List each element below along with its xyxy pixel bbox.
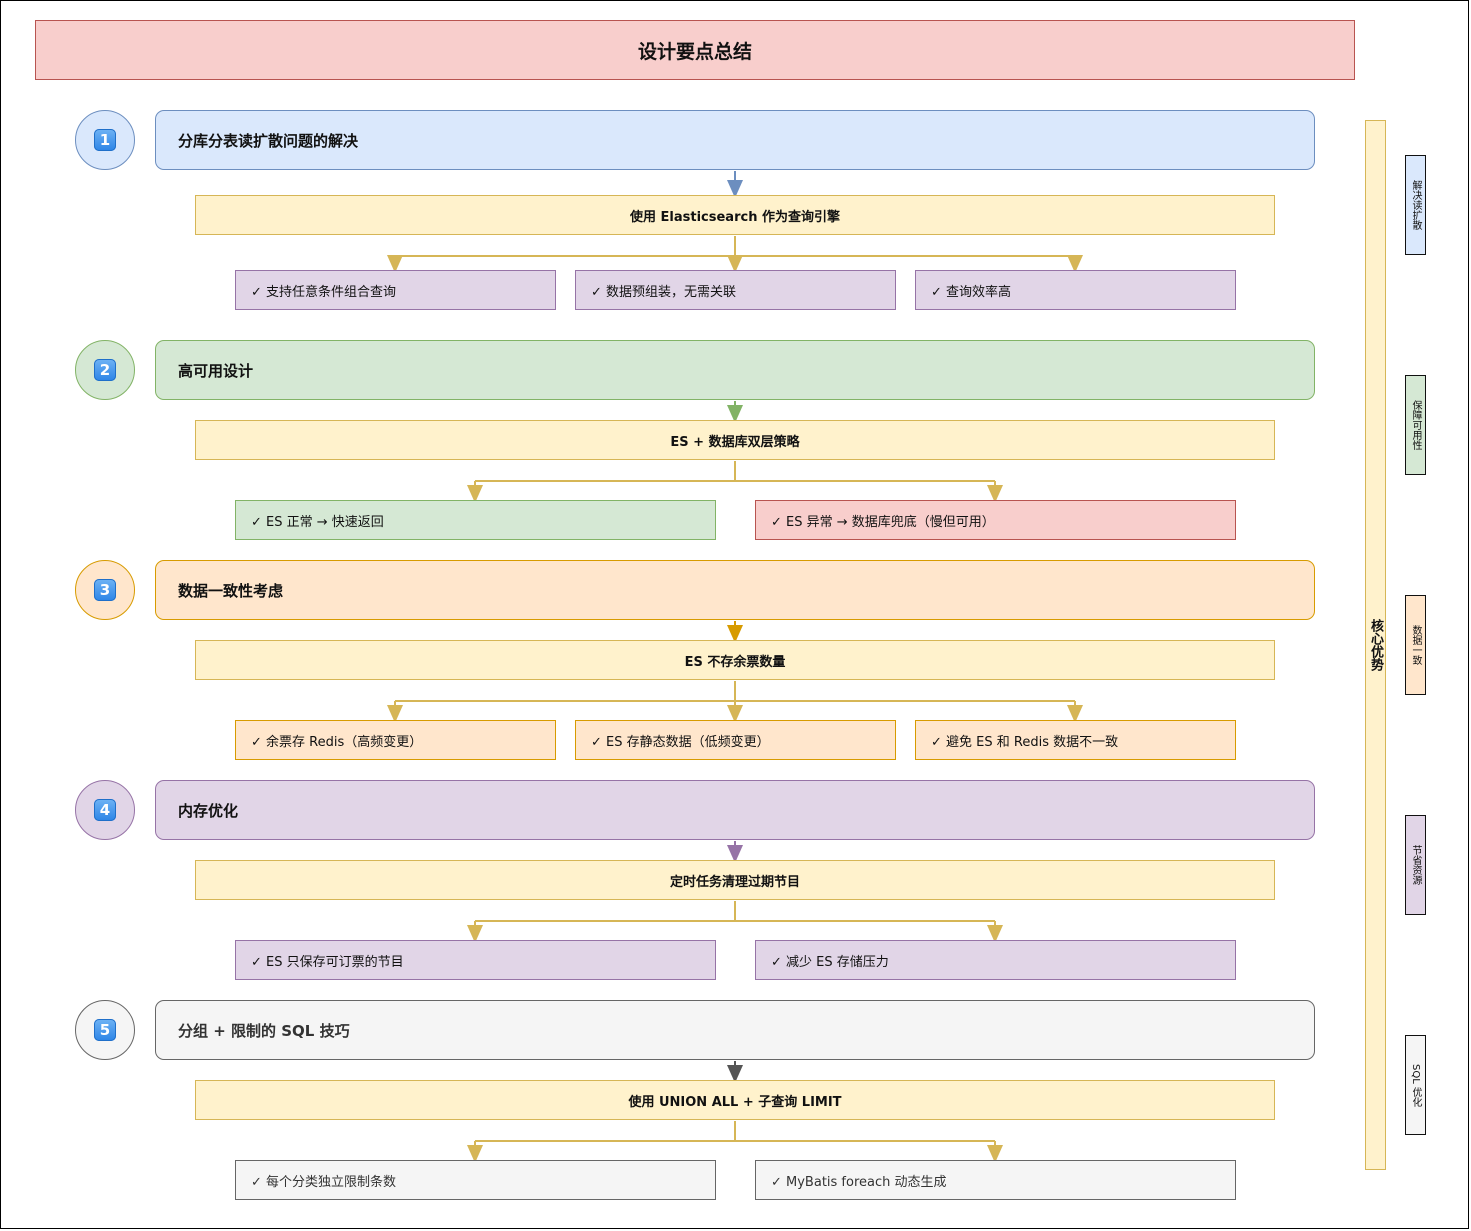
number-1-icon: 1 — [94, 129, 116, 151]
section-4-item: ✓ 减少 ES 存储压力 — [755, 940, 1236, 980]
branch-s4 — [474, 901, 996, 928]
section-2-number-circle: 2 — [75, 340, 135, 400]
section-3-item: ✓ 避免 ES 和 Redis 数据不一致 — [915, 720, 1236, 760]
section-1-item: ✓ 支持任意条件组合查询 — [235, 270, 556, 310]
tag-save-resources: 节省资源 — [1405, 815, 1426, 915]
section-2-item: ✓ ES 异常 → 数据库兜底（慢但可用） — [755, 500, 1236, 540]
section-1-item: ✓ 数据预组装，无需关联 — [575, 270, 896, 310]
section-2-heading: 高可用设计 — [155, 340, 1315, 400]
section-5-item: ✓ 每个分类独立限制条数 — [235, 1160, 716, 1200]
section-1-heading: 分库分表读扩散问题的解决 — [155, 110, 1315, 170]
tag-availability: 保障可用性 — [1405, 375, 1426, 475]
core-advantages-label: 核心优势 — [1368, 619, 1383, 671]
number-5-icon: 5 — [94, 1019, 116, 1041]
tag-read-amplification: 解决读扩散 — [1405, 155, 1426, 255]
number-2-icon: 2 — [94, 359, 116, 381]
section-5-strategy: 使用 UNION ALL + 子查询 LIMIT — [195, 1080, 1275, 1120]
section-5-number-circle: 5 — [75, 1000, 135, 1060]
section-4-heading: 内存优化 — [155, 780, 1315, 840]
tag-sql-optimization: SQL 优化 — [1405, 1035, 1426, 1135]
number-3-icon: 3 — [94, 579, 116, 601]
section-3-number-circle: 3 — [75, 560, 135, 620]
section-3-item: ✓ 余票存 Redis（高频变更） — [235, 720, 556, 760]
branch-s5 — [474, 1121, 996, 1148]
tag-consistency: 数据一致 — [1405, 595, 1426, 695]
section-2-item: ✓ ES 正常 → 快速返回 — [235, 500, 716, 540]
section-4-number-circle: 4 — [75, 780, 135, 840]
section-3-heading: 数据一致性考虑 — [155, 560, 1315, 620]
section-1-strategy: 使用 Elasticsearch 作为查询引擎 — [195, 195, 1275, 235]
section-5-item: ✓ MyBatis foreach 动态生成 — [755, 1160, 1236, 1200]
core-advantages-bar: 核心优势 — [1365, 120, 1386, 1170]
section-1-number-circle: 1 — [75, 110, 135, 170]
section-3-item: ✓ ES 存静态数据（低频变更） — [575, 720, 896, 760]
section-1-item: ✓ 查询效率高 — [915, 270, 1236, 310]
section-4-strategy: 定时任务清理过期节目 — [195, 860, 1275, 900]
section-4-item: ✓ ES 只保存可订票的节目 — [235, 940, 716, 980]
section-2-strategy: ES + 数据库双层策略 — [195, 420, 1275, 460]
section-3-strategy: ES 不存余票数量 — [195, 640, 1275, 680]
section-5-heading: 分组 + 限制的 SQL 技巧 — [155, 1000, 1315, 1060]
number-4-icon: 4 — [94, 799, 116, 821]
diagram-title: 设计要点总结 — [35, 20, 1355, 80]
branch-s2 — [474, 461, 996, 488]
